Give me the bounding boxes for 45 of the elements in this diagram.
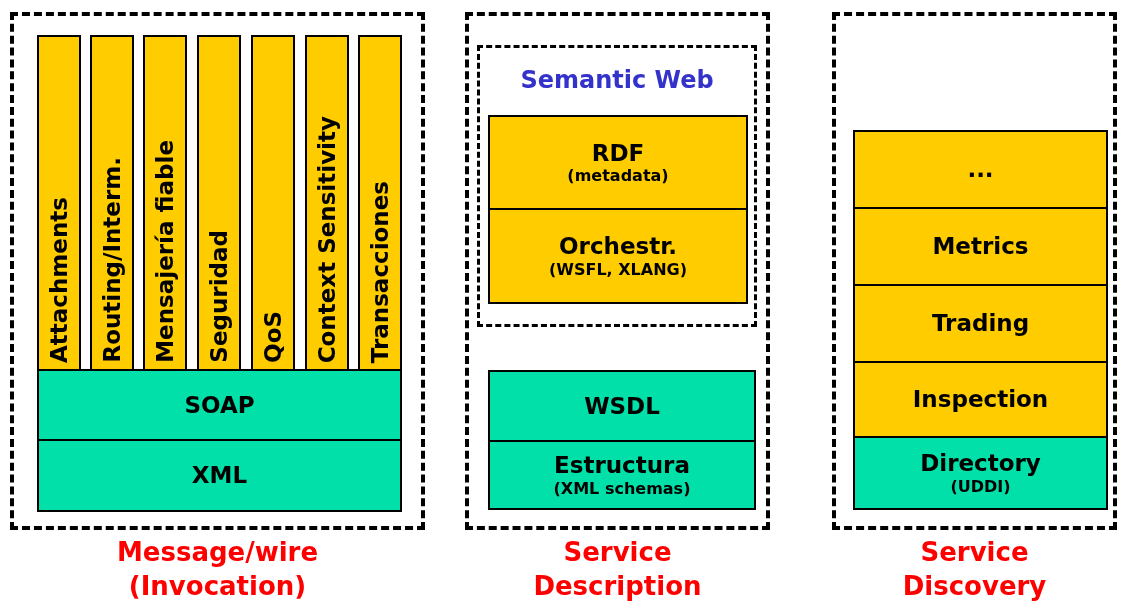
layer-label: Context Sensitivity bbox=[314, 115, 340, 363]
layer-box bbox=[37, 439, 402, 512]
layer-box bbox=[853, 130, 1108, 209]
vertical-layer-box bbox=[37, 35, 81, 371]
layer-sublabel: (XML schemas) bbox=[553, 478, 691, 498]
layer-box bbox=[853, 436, 1108, 510]
group-title: Service Description bbox=[532, 536, 703, 603]
dashed-group-frame bbox=[477, 45, 757, 327]
layer-label: WSDL bbox=[584, 392, 660, 420]
layer-label: SOAP bbox=[184, 391, 255, 419]
layer-label: Routing/Interm. bbox=[99, 157, 125, 363]
layer-label: Metrics bbox=[932, 233, 1029, 260]
layer-label: XML bbox=[191, 462, 248, 489]
vertical-layer-box bbox=[143, 35, 187, 371]
group-title: Message/wire (Invocation) bbox=[115, 536, 320, 603]
layer-box bbox=[488, 115, 748, 210]
layer-label: Mensajería fiable bbox=[152, 140, 178, 363]
layer-label: Directory bbox=[920, 450, 1041, 477]
layer-label: Trading bbox=[931, 310, 1030, 337]
layer-label: RDF bbox=[591, 139, 645, 167]
layer-label: Seguridad bbox=[206, 230, 232, 363]
layer-sublabel: (WSFL, XLANG) bbox=[549, 259, 687, 279]
vertical-layer-box bbox=[197, 35, 241, 371]
group-title: Semantic Web bbox=[519, 66, 715, 94]
layer-box bbox=[853, 284, 1108, 363]
vertical-layer-box bbox=[305, 35, 349, 371]
layer-box bbox=[853, 361, 1108, 438]
layer-box bbox=[488, 370, 756, 442]
layer-box bbox=[488, 208, 748, 304]
vertical-layer-box bbox=[90, 35, 134, 371]
layer-label: Estructura bbox=[554, 452, 690, 479]
layer-box bbox=[488, 440, 756, 510]
group-title: Service Discovery bbox=[901, 536, 1048, 603]
layer-label: Orchestr. bbox=[559, 233, 677, 260]
layer-box bbox=[37, 369, 402, 441]
layer-label: QoS bbox=[260, 311, 286, 363]
layer-sublabel: (UDDI) bbox=[950, 476, 1011, 496]
layer-label: Inspection bbox=[912, 386, 1049, 413]
layer-label: ... bbox=[967, 156, 994, 183]
layer-label: Transacciones bbox=[367, 180, 393, 363]
layer-box bbox=[853, 207, 1108, 286]
layer-label: Attachments bbox=[46, 197, 72, 363]
vertical-layer-box bbox=[358, 35, 402, 371]
vertical-layer-box bbox=[251, 35, 295, 371]
layer-sublabel: (metadata) bbox=[567, 166, 669, 186]
